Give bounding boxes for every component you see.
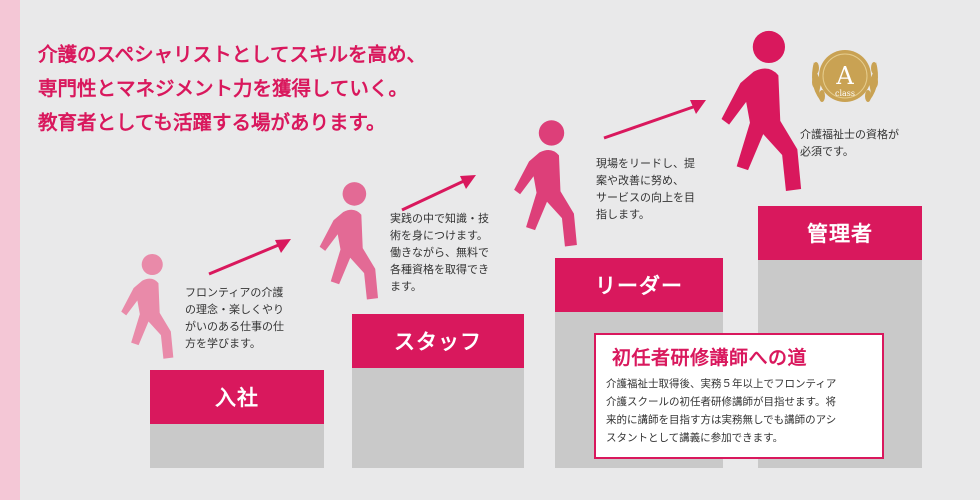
desc-line: 必須です。 <box>800 145 854 158</box>
progress-arrow-icon <box>208 239 291 276</box>
step-label-staff: スタッフ <box>352 314 524 368</box>
desc-line: 働きながら、無料で <box>390 246 489 259</box>
desc-line: 術を身につけます。 <box>390 229 488 242</box>
desc-line: 各種資格を取得でき <box>390 263 489 276</box>
instructor-path-body: 介護福祉士取得後、実務５年以上でフロンティア 介護スクールの初任者研修講師が目指… <box>606 375 872 447</box>
desc-line: ます。 <box>390 280 422 293</box>
desc-line: フロンティアの介護 <box>185 286 284 299</box>
desc-line: 介護福祉士の資格が <box>800 128 899 141</box>
step-desc-leader: 現場をリードし、提 案や改善に努め、 サービスの向上を目 指します。 <box>596 155 695 223</box>
desc-line: 案や改善に努め、 <box>596 174 684 187</box>
path-body-line: 来的に講師を目指す方は実務無しでも講師のアシ <box>606 414 837 426</box>
step-desc-manager: 介護福祉士の資格が 必須です。 <box>800 126 899 160</box>
desc-line: がいのある仕事の仕 <box>185 320 284 333</box>
desc-line: サービスの向上を目 <box>596 191 695 204</box>
instructor-path-title: 初任者研修講師への道 <box>612 347 808 369</box>
step-desc-nyusha: フロンティアの介護 の理念・楽しくやり がいのある仕事の仕 方を学びます。 <box>185 284 284 352</box>
step-label-nyusha: 入社 <box>150 370 324 424</box>
headline-line-3: 教育者としても活躍する場があります。 <box>38 111 386 134</box>
walking-person-icon <box>514 120 577 247</box>
step-desc-staff: 実践の中で知識・技 術を身につけます。 働きながら、無料で 各種資格を取得でき … <box>390 210 489 295</box>
left-decorative-strip <box>0 0 20 500</box>
headline: 介護のスペシャリストとしてスキルを高め、 専門性とマネジメント力を獲得していく。… <box>38 38 426 140</box>
path-body-line: 介護スクールの初任者研修講師が目指せます。将 <box>606 396 836 408</box>
step-base-staff <box>352 368 524 468</box>
headline-line-1: 介護のスペシャリストとしてスキルを高め、 <box>38 43 427 66</box>
desc-line: 現場をリードし、提 <box>596 157 695 170</box>
walking-person-icon <box>121 253 174 359</box>
walking-person-icon <box>319 182 379 300</box>
desc-line: の理念・楽しくやり <box>185 303 284 316</box>
laurel-medal-icon: A class <box>812 50 878 102</box>
progress-arrow-icon <box>401 175 476 212</box>
path-body-line: 介護福祉士取得後、実務５年以上でフロンティア <box>606 378 837 390</box>
desc-line: 指します。 <box>596 208 650 221</box>
desc-line: 実践の中で知識・技 <box>390 212 489 225</box>
instructor-path-box: 初任者研修講師への道 介護福祉士取得後、実務５年以上でフロンティア 介護スクール… <box>594 333 884 459</box>
path-body-line: スタントとして講義に参加できます。 <box>606 432 784 444</box>
walking-person-icon <box>721 30 802 191</box>
step-label-leader: リーダー <box>555 258 723 312</box>
desc-line: 方を学びます。 <box>185 337 261 350</box>
medal-sub: class <box>835 89 855 98</box>
progress-arrow-icon <box>603 100 706 140</box>
headline-line-2: 専門性とマネジメント力を獲得していく。 <box>38 77 408 100</box>
step-label-manager: 管理者 <box>758 206 922 260</box>
step-base-nyusha <box>150 424 324 468</box>
medal-letter: A <box>835 62 854 90</box>
